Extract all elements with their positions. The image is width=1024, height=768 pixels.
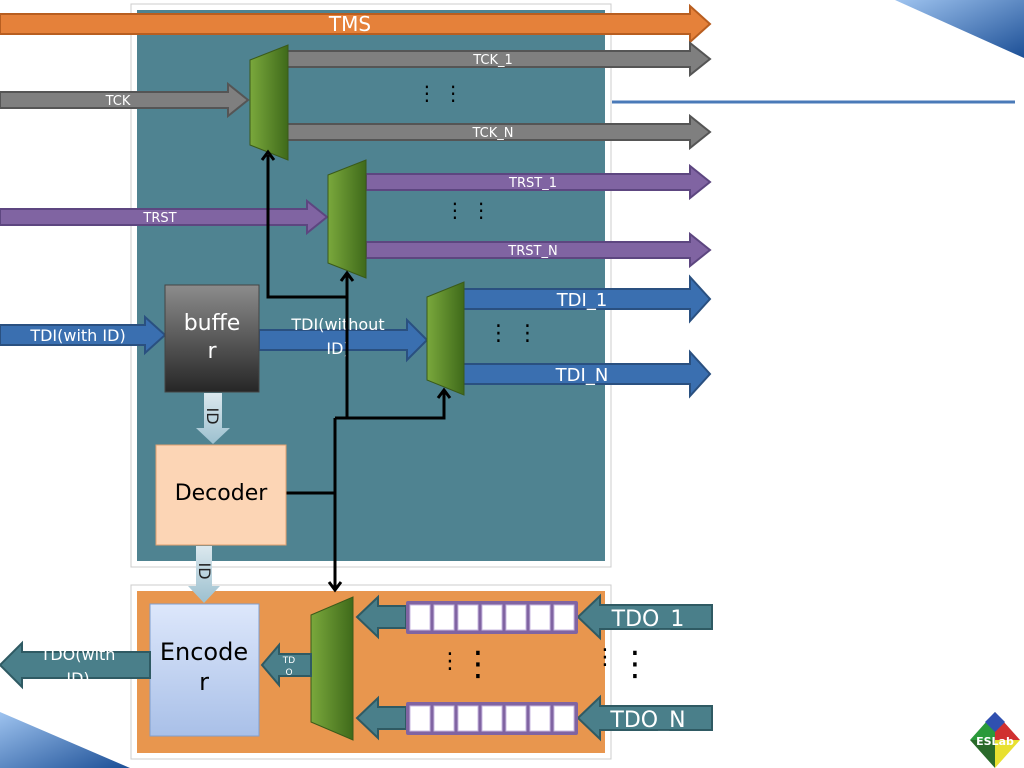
tdo-1-label: TDO_1 <box>611 607 685 632</box>
tdi-mid-label-1: TDI(without <box>290 315 384 334</box>
decoder-block <box>155 444 287 546</box>
buffer-label-1: buffe <box>184 311 241 336</box>
tdi-1-label: TDI_1 <box>556 290 608 311</box>
tdo-mux <box>310 596 354 741</box>
shift-register-cell <box>433 705 455 732</box>
tdi-n-arrow <box>462 349 712 399</box>
ellipsis-trst: ⋮ ⋮ <box>445 198 491 222</box>
id-label-1: ID <box>203 407 222 424</box>
tdo-n-in-arrow <box>576 694 713 742</box>
buffer-block <box>164 284 260 393</box>
id-arrow-decoder-encoder <box>188 546 220 603</box>
shift-register-cell <box>457 604 479 631</box>
tck-mux <box>249 44 289 161</box>
tck-n-arrow <box>286 113 712 151</box>
shift-register-cell <box>409 604 431 631</box>
shift-register-cell <box>457 705 479 732</box>
tdo-n-label: TDO_N <box>609 708 685 733</box>
id-label-2: ID <box>195 562 214 579</box>
tdi-in-arrow <box>0 314 167 356</box>
shift-register-cell <box>433 604 455 631</box>
tdi-mid-arrow <box>258 317 429 363</box>
eslab-logo-text: ESLab <box>976 735 1014 748</box>
tms-arrow <box>0 3 712 45</box>
tdi-1-arrow <box>462 274 712 324</box>
encoder-block <box>149 603 260 737</box>
ellipsis-tdo-left: ⋮ <box>439 649 461 674</box>
trst-in-label: TRST <box>142 211 176 226</box>
tck-1-arrow <box>286 40 712 78</box>
tck-in-arrow <box>0 81 250 119</box>
shift-register-cell <box>529 705 551 732</box>
shift-register-cell <box>553 705 575 732</box>
tdi-n-label: TDI_N <box>555 365 609 386</box>
ellipsis-tdo-left-long: ⋮ <box>461 644 495 684</box>
trst-n-label: TRST_N <box>507 244 557 259</box>
tdi-mid-label-2: ID) <box>326 339 349 358</box>
tms-label: TMS <box>328 12 371 36</box>
ellipsis-tck: ⋮ ⋮ <box>417 81 463 105</box>
shift-register-cell <box>529 604 551 631</box>
encoder-label-2: r <box>199 668 209 696</box>
eslab-logo: ESLab <box>970 712 1020 768</box>
tdi-mux <box>426 281 465 396</box>
tck-1-label: TCK_1 <box>472 53 513 68</box>
shift-reg-n-to-mux-arrow <box>355 695 407 741</box>
ellipsis-tdi: ⋮ ⋮ <box>488 321 539 346</box>
encoder-label-1: Encode <box>160 638 248 666</box>
corner-decoration-top-right <box>895 0 1024 58</box>
tdo-out-label-2: ID) <box>66 669 89 688</box>
ellipsis-tdo-right: ⋮ <box>594 645 616 670</box>
id-arrow-buffer-decoder <box>196 393 230 444</box>
shift-register-cell <box>505 604 527 631</box>
decoder-label: Decoder <box>175 481 269 506</box>
shift-register-cell <box>505 705 527 732</box>
ellipsis-tdo-right-long: ⋮ <box>618 644 652 684</box>
buffer-label-2: r <box>207 339 217 364</box>
tck-n-label: TCK_N <box>471 126 513 141</box>
trst-in-arrow <box>0 198 329 236</box>
corner-decoration-bottom-left <box>0 712 130 768</box>
shift-register-cell <box>409 705 431 732</box>
shift-register-cell <box>553 604 575 631</box>
tdo-1-in-arrow <box>576 593 713 641</box>
trst-n-arrow <box>365 231 712 269</box>
trst-mux <box>327 159 367 279</box>
shift-register-cell <box>481 705 503 732</box>
tdo-small-arrow <box>260 642 312 688</box>
trst-1-label: TRST_1 <box>508 176 557 191</box>
tck-in-label: TCK <box>105 94 131 109</box>
tdo-small-label-2: O <box>285 668 292 678</box>
trst-1-arrow <box>365 163 712 201</box>
select-lines <box>260 149 452 593</box>
shift-register-cell <box>481 604 503 631</box>
shift-registers <box>406 601 578 735</box>
tdo-out-arrow <box>0 640 151 690</box>
tdi-in-label: TDI(with ID) <box>29 326 125 345</box>
shift-reg-1-to-mux-arrow <box>355 594 407 640</box>
tdo-out-label-1: TDO(with <box>40 645 116 664</box>
tdo-small-label-1: TD <box>282 656 295 666</box>
